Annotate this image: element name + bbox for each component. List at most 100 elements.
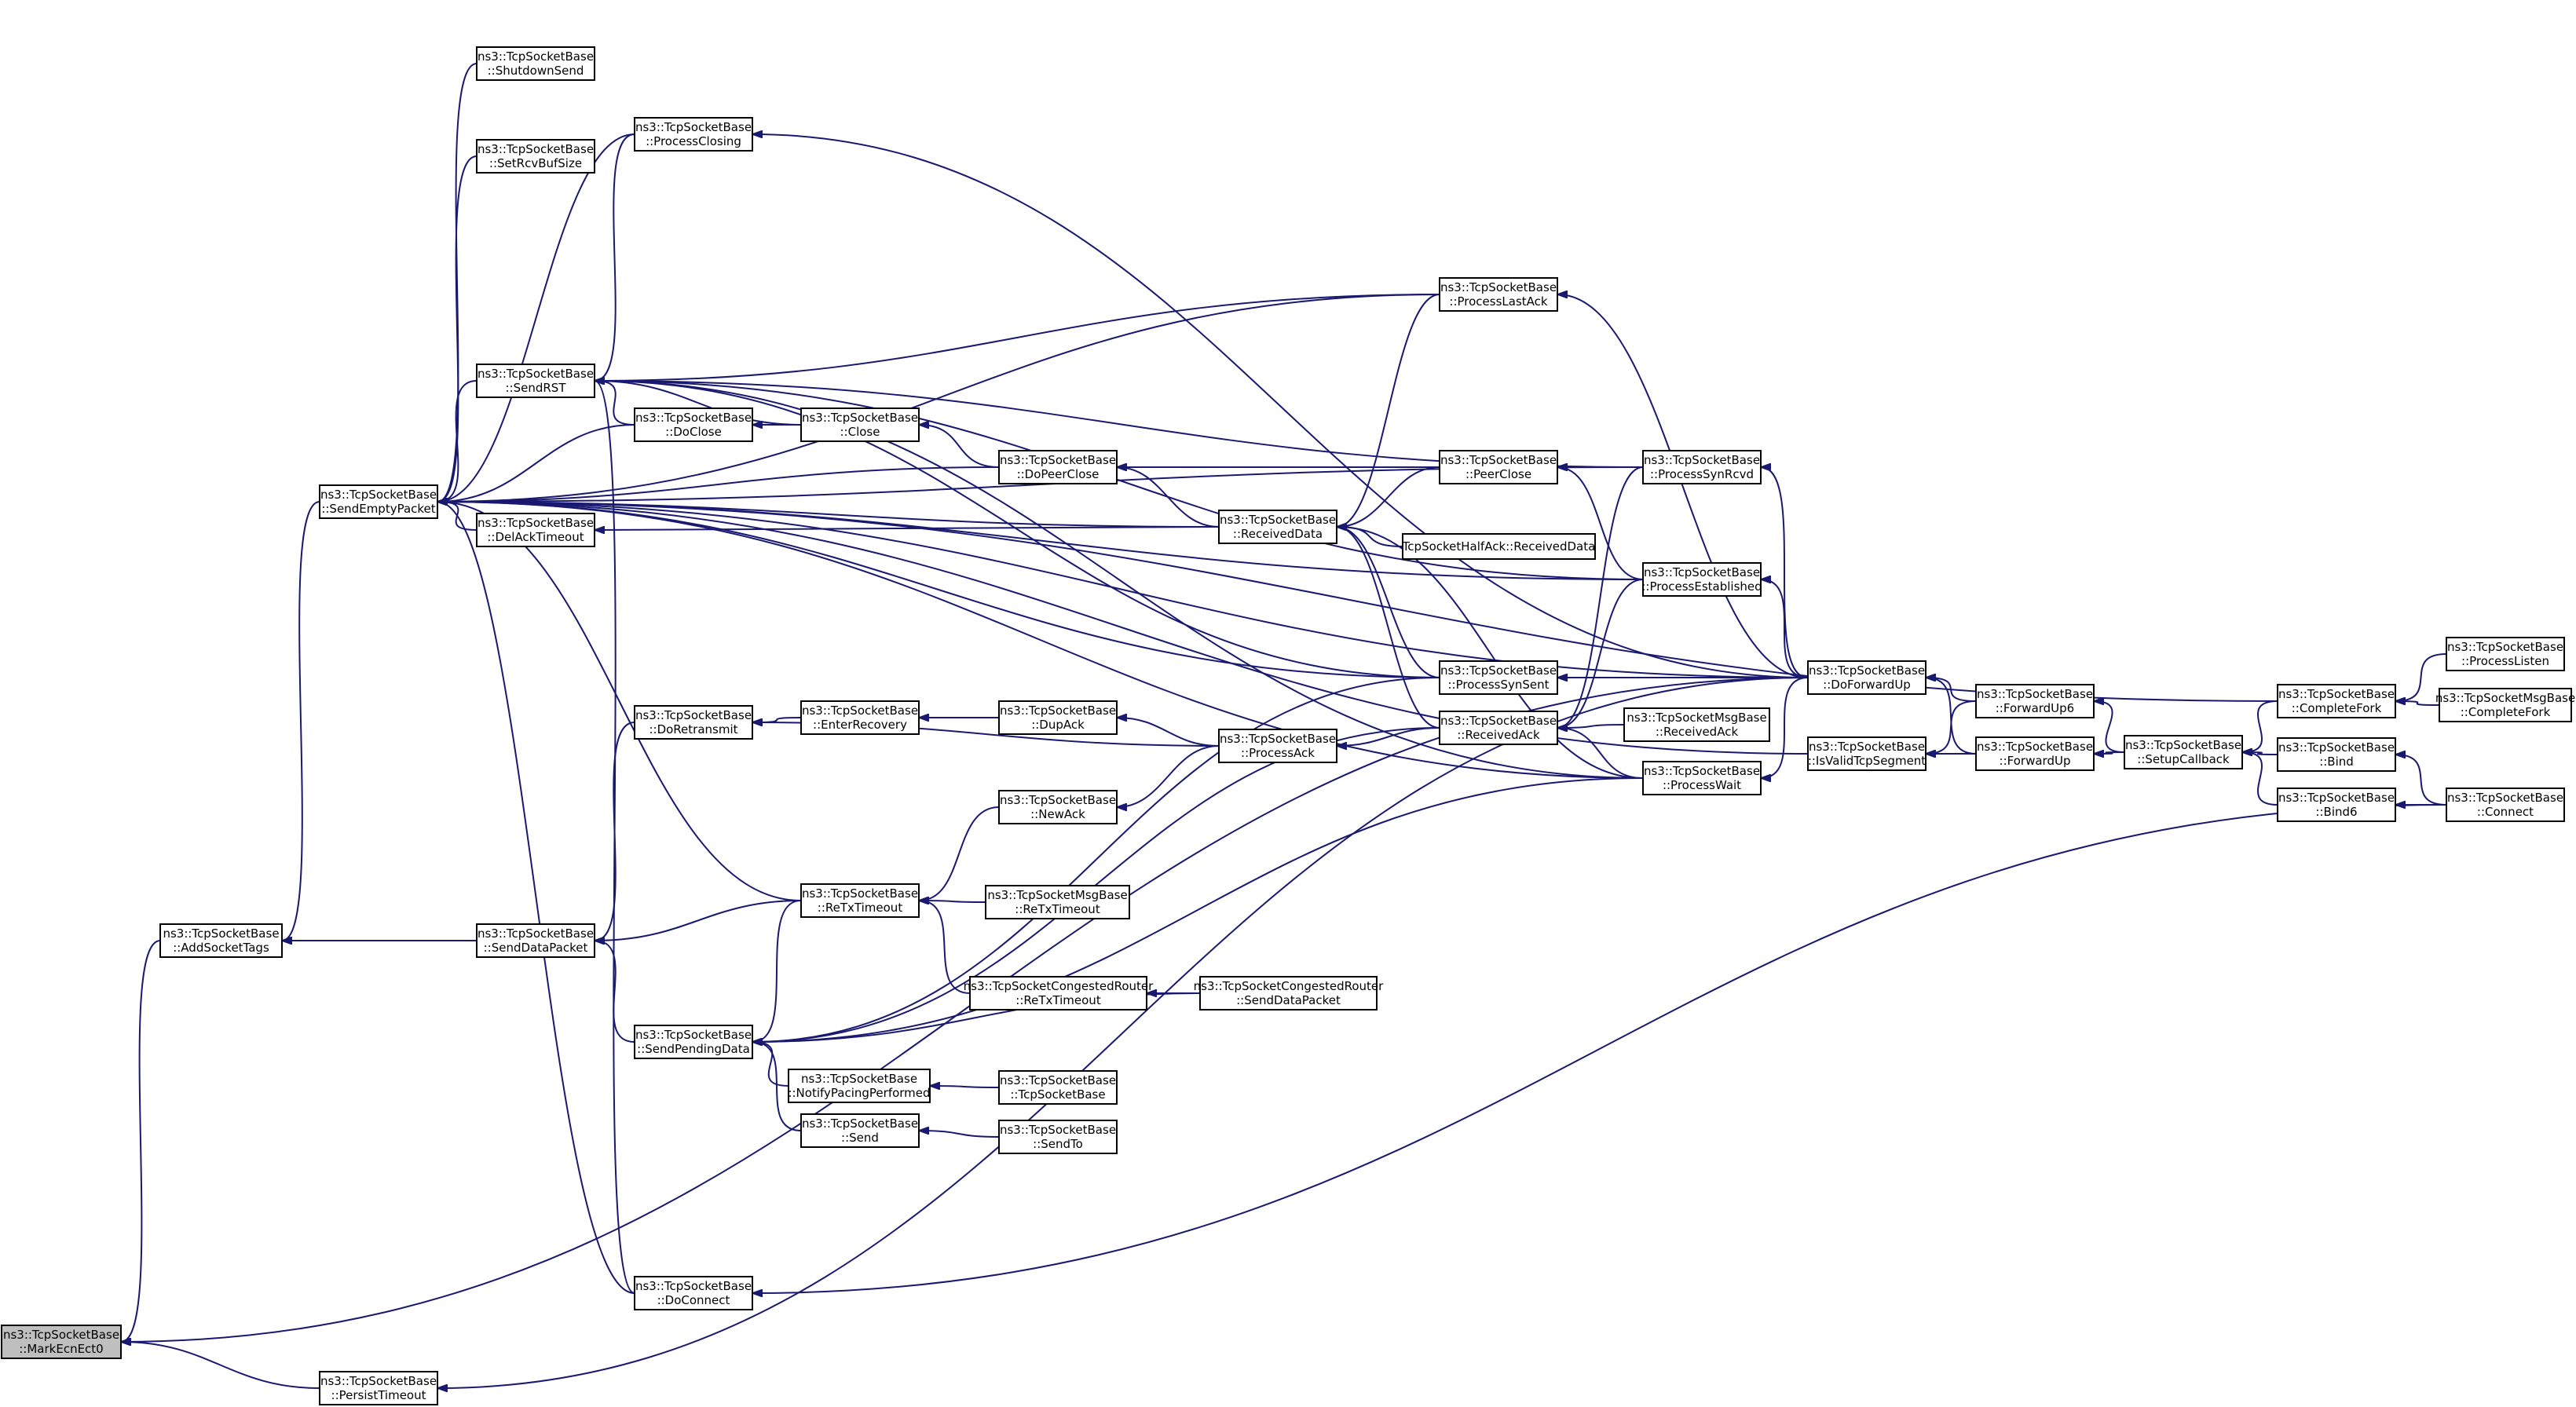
node-processsynrcvd[interactable]: ns3::TcpSocketBase::ProcessSynRcvd [1642,450,1762,484]
node-bind[interactable]: ns3::TcpSocketBase::Bind [2277,737,2396,772]
edge-setupcallback-to-forwardup6 [2094,701,2125,753]
node-processsynsent[interactable]: ns3::TcpSocketBase::ProcessSynSent [1439,660,1558,695]
node-doforwardup[interactable]: ns3::TcpSocketBase::DoForwardUp [1807,660,1927,695]
node-label-line1: ns3::TcpSocketBase [2447,791,2563,805]
node-box [1439,660,1558,695]
node-box [1623,707,1770,742]
node-box [1807,736,1927,771]
node-msgretx[interactable]: ns3::TcpSocketMsgBase::ReTxTimeout [985,885,1130,919]
node-processlastack[interactable]: ns3::TcpSocketBase::ProcessLastAck [1439,277,1558,312]
node-label-line2: ::ReceivedAck [1457,728,1540,742]
node-sendto[interactable]: ns3::TcpSocketBase::SendTo [998,1120,1118,1154]
edge-doforwardup-to-processlastack [1557,294,1809,678]
edge-receivedack-to-receiveddata [1337,527,1440,729]
node-newack[interactable]: ns3::TcpSocketBase::NewAck [998,790,1118,824]
node-processwait[interactable]: ns3::TcpSocketBase::ProcessWait [1642,761,1762,795]
node-processestablished[interactable]: ns3::TcpSocketBase::ProcessEstablished [1641,562,1762,597]
node-label-line2: ::SendPendingData [637,1042,750,1056]
node-enterrecovery[interactable]: ns3::TcpSocketBase::EnterRecovery [800,700,920,735]
node-msgcompletefork[interactable]: ns3::TcpSocketMsgBase::CompleteFork [2435,688,2575,722]
node-box [998,790,1118,824]
node-label-line1: ns3::TcpSocketBase [478,49,594,64]
node-markecnect0[interactable]: ns3::TcpSocketBase::MarkEcnEct0 [1,1325,122,1359]
node-box [800,700,920,735]
node-box [476,513,595,547]
node-box [998,1070,1118,1105]
node-bind6[interactable]: ns3::TcpSocketBase::Bind6 [2277,788,2396,822]
node-label-line1: ns3::TcpSocketBase [802,1116,918,1131]
edge-retxtimeout-to-sendpendingdata [752,900,802,1042]
node-congsend[interactable]: ns3::TcpSocketCongestedRouter::SendDataP… [1194,976,1384,1010]
node-close[interactable]: ns3::TcpSocketBase::Close [800,407,920,442]
node-box [2439,688,2572,722]
node-connect[interactable]: ns3::TcpSocketBase::Connect [2446,788,2565,822]
edge-processestablished-to-receivedack [1557,579,1644,728]
edge-processack-to-newack [1117,745,1220,807]
node-label-line1: ns3::TcpSocketBase [1000,793,1116,807]
node-processack[interactable]: ns3::TcpSocketBase::ProcessAck [1218,729,1337,763]
edge-doforwardup-to-processclosing [752,134,1809,678]
node-label-line2: ::ShutdownSend [488,64,584,78]
node-processclosing[interactable]: ns3::TcpSocketBase::ProcessClosing [634,117,753,152]
node-isvalid[interactable]: ns3::TcpSocketBase::IsValidTcpSegment [1807,736,1927,771]
node-persisttimeout[interactable]: ns3::TcpSocketBase::PersistTimeout [319,1371,438,1405]
node-retxtimeout[interactable]: ns3::TcpSocketBase::ReTxTimeout [800,883,920,918]
node-box [800,407,920,442]
node-label-line2: ::ProcessClosing [646,134,741,148]
node-doretransmit[interactable]: ns3::TcpSocketBase::DoRetransmit [634,705,753,740]
node-box [476,364,595,398]
node-label-line2: ::ReTxTimeout [1015,902,1100,916]
node-label-line2: ::SetRcvBufSize [489,156,582,170]
node-dopeerclose[interactable]: ns3::TcpSocketBase::DoPeerClose [998,450,1118,484]
node-label-line2: ::Connect [2477,805,2534,819]
node-msgreceivedack[interactable]: ns3::TcpSocketMsgBase::ReceivedAck [1623,707,1770,742]
node-notifypacing[interactable]: ns3::TcpSocketBase::NotifyPacingPerforme… [788,1069,931,1103]
edge-doforwardup-to-processestablished [1761,579,1809,678]
node-box [998,450,1118,484]
node-processlisten[interactable]: ns3::TcpSocketBase::ProcessListen [2446,637,2565,671]
node-label-line1: ns3::TcpSocketBase [635,411,752,425]
node-label-line2: ::NotifyPacingPerformed [788,1086,930,1100]
node-label-line1: ns3::TcpSocketBase [1000,1073,1116,1087]
node-peerclose[interactable]: ns3::TcpSocketBase::PeerClose [1439,450,1558,484]
node-delacktimeout[interactable]: ns3::TcpSocketBase::DelAckTimeout [476,513,595,547]
node-label-line1: ns3::TcpSocketCongestedRouter [964,979,1154,993]
node-label-line2: ::ProcessSynRcvd [1650,467,1754,481]
node-sendemptypacket[interactable]: ns3::TcpSocketBase::SendEmptyPacket [319,484,438,519]
node-label-line2: ::ForwardUp6 [1996,701,2074,715]
node-label-line1: ns3::TcpSocketBase [1440,280,1557,294]
node-setupcallback[interactable]: ns3::TcpSocketBase::SetupCallback [2124,735,2243,769]
node-label-line1: ns3::TcpSocketBase [3,1328,119,1342]
edge-processestablished-to-peerclose [1557,467,1644,580]
edge-processsynsent-to-sendemptypacket [437,502,1440,678]
node-shutdownsend[interactable]: ns3::TcpSocketBase::ShutdownSend [476,46,595,81]
node-box [2446,788,2565,822]
node-box [2277,788,2396,822]
node-ctor[interactable]: ns3::TcpSocketBase::TcpSocketBase [998,1070,1118,1105]
node-sendrst[interactable]: ns3::TcpSocketBase::SendRST [476,364,595,398]
node-addsockettags[interactable]: ns3::TcpSocketBase::AddSocketTags [159,923,283,958]
node-senddatapacket[interactable]: ns3::TcpSocketBase::SendDataPacket [476,923,595,958]
node-forwardup6[interactable]: ns3::TcpSocketBase::ForwardUp6 [1975,684,2095,718]
node-receiveddata[interactable]: ns3::TcpSocketBase::ReceivedData [1218,510,1337,544]
node-label-line1: TcpSocketHalfAck::ReceivedData [1402,539,1596,554]
node-completefork[interactable]: ns3::TcpSocketBase::CompleteFork [2277,684,2396,718]
node-sendpendingdata[interactable]: ns3::TcpSocketBase::SendPendingData [634,1025,753,1059]
node-receivedack[interactable]: ns3::TcpSocketBase::ReceivedAck [1439,711,1558,745]
node-label-line1: ns3::TcpSocketBase [802,704,918,718]
node-box [1642,450,1762,484]
node-setrcvbufsize[interactable]: ns3::TcpSocketBase::SetRcvBufSize [476,139,595,174]
node-label-line2: ::ReTxTimeout [818,901,903,915]
node-doclose[interactable]: ns3::TcpSocketBase::DoClose [634,407,753,442]
node-box [1807,660,1927,695]
node-send[interactable]: ns3::TcpSocketBase::Send [800,1113,920,1148]
node-dupack[interactable]: ns3::TcpSocketBase::DupAck [998,700,1118,735]
edge-processwait-to-sendemptypacket [437,502,1644,779]
node-congretx[interactable]: ns3::TcpSocketCongestedRouter::ReTxTimeo… [964,976,1154,1010]
edge-notifypacing-to-sendpendingdata [752,1042,789,1087]
node-halfack[interactable]: TcpSocketHalfAck::ReceivedData [1402,533,1596,560]
edge-shutdownsend-to-sendemptypacket [437,63,478,502]
edge-completefork-to-setupcallback [2242,700,2278,752]
node-forwardup[interactable]: ns3::TcpSocketBase::ForwardUp [1975,736,2095,771]
node-doconnect[interactable]: ns3::TcpSocketBase::DoConnect [634,1276,753,1310]
